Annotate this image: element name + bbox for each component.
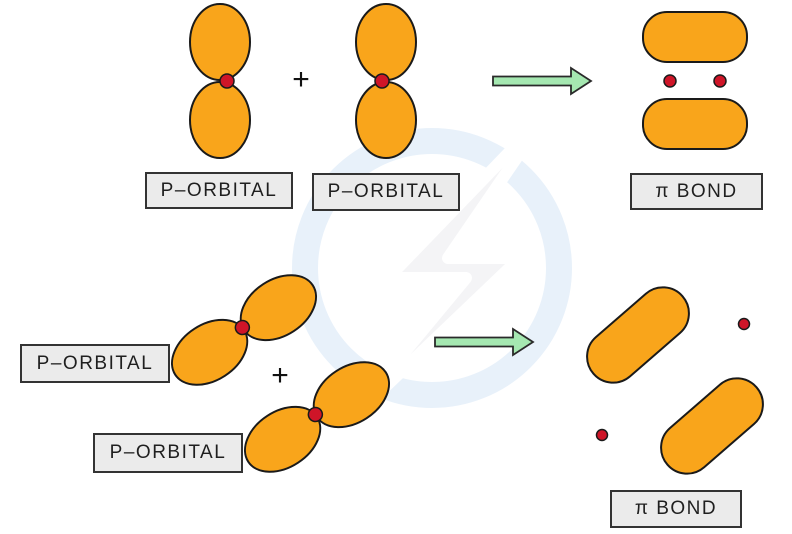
electron-dot xyxy=(713,74,727,88)
lightning-bolt-watermark-icon xyxy=(292,106,572,436)
plus-operator-top: + xyxy=(292,63,310,96)
watermark-bolt-icon xyxy=(334,106,554,436)
orbital-lobe xyxy=(355,3,417,81)
p-orbital-label-top-1: P–ORBITAL xyxy=(145,172,293,209)
electron-dot xyxy=(663,74,677,88)
orbital-lobe xyxy=(189,3,251,81)
electron-dot xyxy=(595,428,609,442)
electron-dot xyxy=(374,73,390,89)
pi-bond-product-bottom xyxy=(586,286,764,475)
p-orbital-vertical-2 xyxy=(355,3,417,159)
right-block-arrow-icon xyxy=(492,66,593,96)
electron-dot xyxy=(307,406,324,423)
right-block-arrow-icon xyxy=(434,327,535,357)
p-orbital-label-bottom-1: P–ORBITAL xyxy=(20,344,170,383)
p-orbital-diagonal-2 xyxy=(243,361,391,473)
reaction-arrow-top xyxy=(492,66,593,96)
orbital-lobe xyxy=(189,81,251,159)
electron-dot xyxy=(234,319,251,336)
p-orbital-vertical-1 xyxy=(189,3,251,159)
reaction-arrow-bottom xyxy=(434,327,535,357)
electron-dot xyxy=(219,73,235,89)
electron-dot xyxy=(737,317,751,331)
watermark-ring xyxy=(292,128,572,408)
pi-bond-product-top xyxy=(642,11,748,150)
pi-bond-label-bottom: π BOND xyxy=(610,490,742,528)
orbital-lobe xyxy=(355,81,417,159)
p-orbital-label-top-2: P–ORBITAL xyxy=(312,173,460,211)
plus-operator-bottom: + xyxy=(271,359,289,392)
pi-bond-lobe xyxy=(642,11,748,63)
pi-bond-lobe xyxy=(660,377,764,475)
pi-bond-label-top: π BOND xyxy=(630,173,763,210)
p-orbital-diagonal-1 xyxy=(170,274,318,386)
pi-bond-lobe xyxy=(642,98,748,150)
p-orbital-label-bottom-2: P–ORBITAL xyxy=(93,433,243,473)
pi-bond-lobe xyxy=(586,286,690,384)
